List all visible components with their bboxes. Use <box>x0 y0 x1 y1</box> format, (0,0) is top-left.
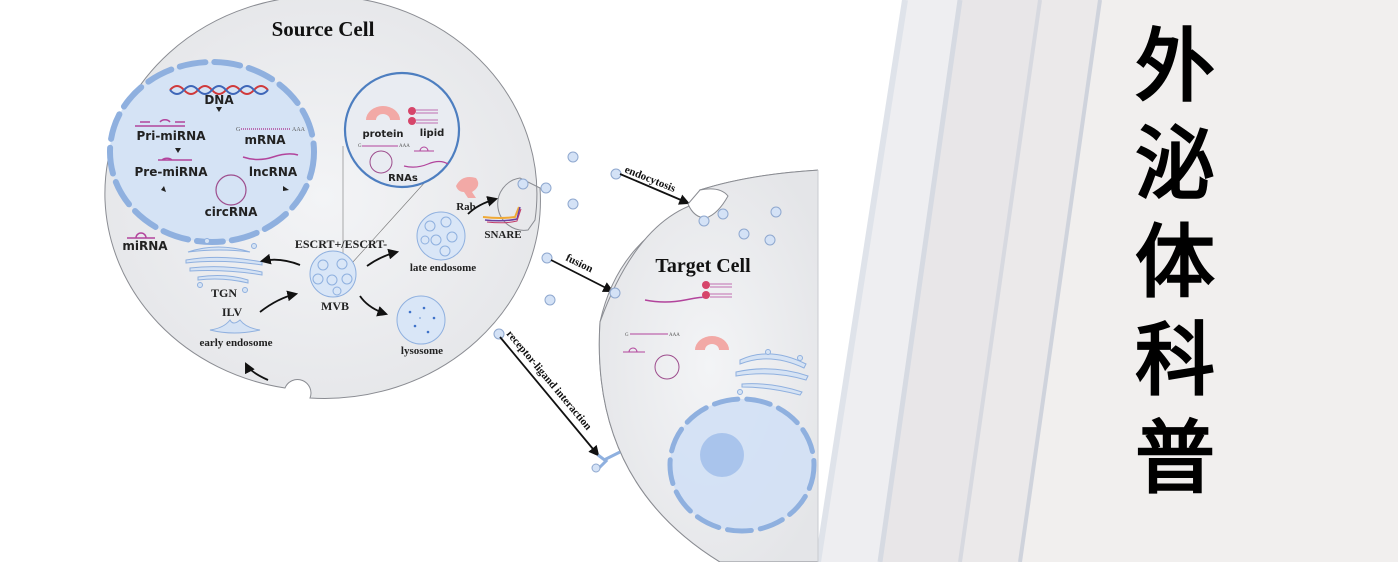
target-nucleus <box>667 396 817 534</box>
target-lipid-icon <box>702 281 732 299</box>
lncrna-label: lncRNA <box>249 165 298 179</box>
endocytosis-pathway: endocytosis <box>619 164 690 205</box>
escrt-label: ESCRT+/ESCRT- <box>295 237 387 251</box>
receptor-icon <box>591 450 621 473</box>
title-char: 外 <box>1135 20 1215 113</box>
nucleus: DNA Pri-miRNA G AAA mRNA Pre-miRNA lncRN… <box>107 59 317 245</box>
tgn-label: TGN <box>211 286 237 300</box>
rab-icon <box>456 177 479 198</box>
source-cell-title: Source Cell <box>272 17 375 41</box>
mvb-icon <box>309 250 357 298</box>
mrna-tail: AAA <box>292 127 306 133</box>
dna-label: DNA <box>204 93 234 107</box>
target-cell-title: Target Cell <box>655 255 751 277</box>
title-char: 科 <box>1135 314 1215 407</box>
lipid-icon <box>408 107 438 125</box>
mrna-label: mRNA <box>244 133 286 147</box>
fusion-label: fusion <box>564 252 595 275</box>
fusion-pathway: fusion <box>550 252 614 292</box>
pathway-arrows <box>245 196 499 381</box>
title-char: 体 <box>1135 216 1215 309</box>
early-endosome-label: early endosome <box>199 337 272 349</box>
protein-icon <box>366 106 400 120</box>
vertical-title: 外 泌 体 科 普 <box>1120 18 1230 508</box>
receptor-ligand-pathway: receptor-ligand interaction <box>499 328 600 457</box>
target-mrna-cap: G <box>625 333 629 338</box>
mirna-label: miRNA <box>122 239 168 253</box>
pri-mirna-label: Pri-miRNA <box>137 129 207 143</box>
mrna-cap: G <box>236 127 241 133</box>
late-endosome-icon <box>416 211 466 261</box>
target-golgi-icon <box>735 349 809 396</box>
background-stripes <box>815 0 1398 562</box>
pre-mirna-icon <box>158 157 192 161</box>
rnas-label: RNAs <box>388 173 418 184</box>
target-protein-icon <box>695 336 729 350</box>
snare-label: SNARE <box>484 229 521 241</box>
cargo-mrna-cap: G <box>358 144 362 149</box>
lipid-label: lipid <box>420 128 445 139</box>
circrna-icon <box>215 174 247 206</box>
lncrna-icon <box>242 153 299 161</box>
title-char: 泌 <box>1135 118 1215 211</box>
title-char: 普 <box>1135 412 1215 505</box>
protein-label: protein <box>362 129 403 140</box>
exosome-cargo-bubble: protein lipid G AAA RNAs <box>342 71 461 265</box>
ilv-label: ILV <box>222 305 243 319</box>
lysosome-label: lysosome <box>401 345 443 357</box>
receptor-ligand-label: receptor-ligand interaction <box>504 328 594 432</box>
circrna-label: circRNA <box>205 205 259 219</box>
early-endosome-icon <box>209 319 261 334</box>
mirna-icon <box>127 232 155 239</box>
dna-helix-icon <box>169 85 269 95</box>
late-endosome-label: late endosome <box>410 262 476 274</box>
target-mrna-tail: AAA <box>669 333 680 338</box>
snare-icon <box>482 206 522 224</box>
cargo-mrna-tail: AAA <box>399 144 410 149</box>
pre-mirna-label: Pre-miRNA <box>134 165 208 179</box>
lysosome-icon <box>396 295 446 345</box>
mvb-label: MVB <box>321 299 349 313</box>
rab-label: Rab <box>456 201 476 213</box>
tgn-icon <box>185 238 263 293</box>
target-cell: Target Cell G AAA <box>591 169 818 562</box>
extracellular-vesicles <box>493 151 622 340</box>
source-cell: Source Cell DNA Pri-miRNA G AAA mRNA Pre… <box>104 0 541 399</box>
pri-mirna-icon <box>135 119 185 127</box>
